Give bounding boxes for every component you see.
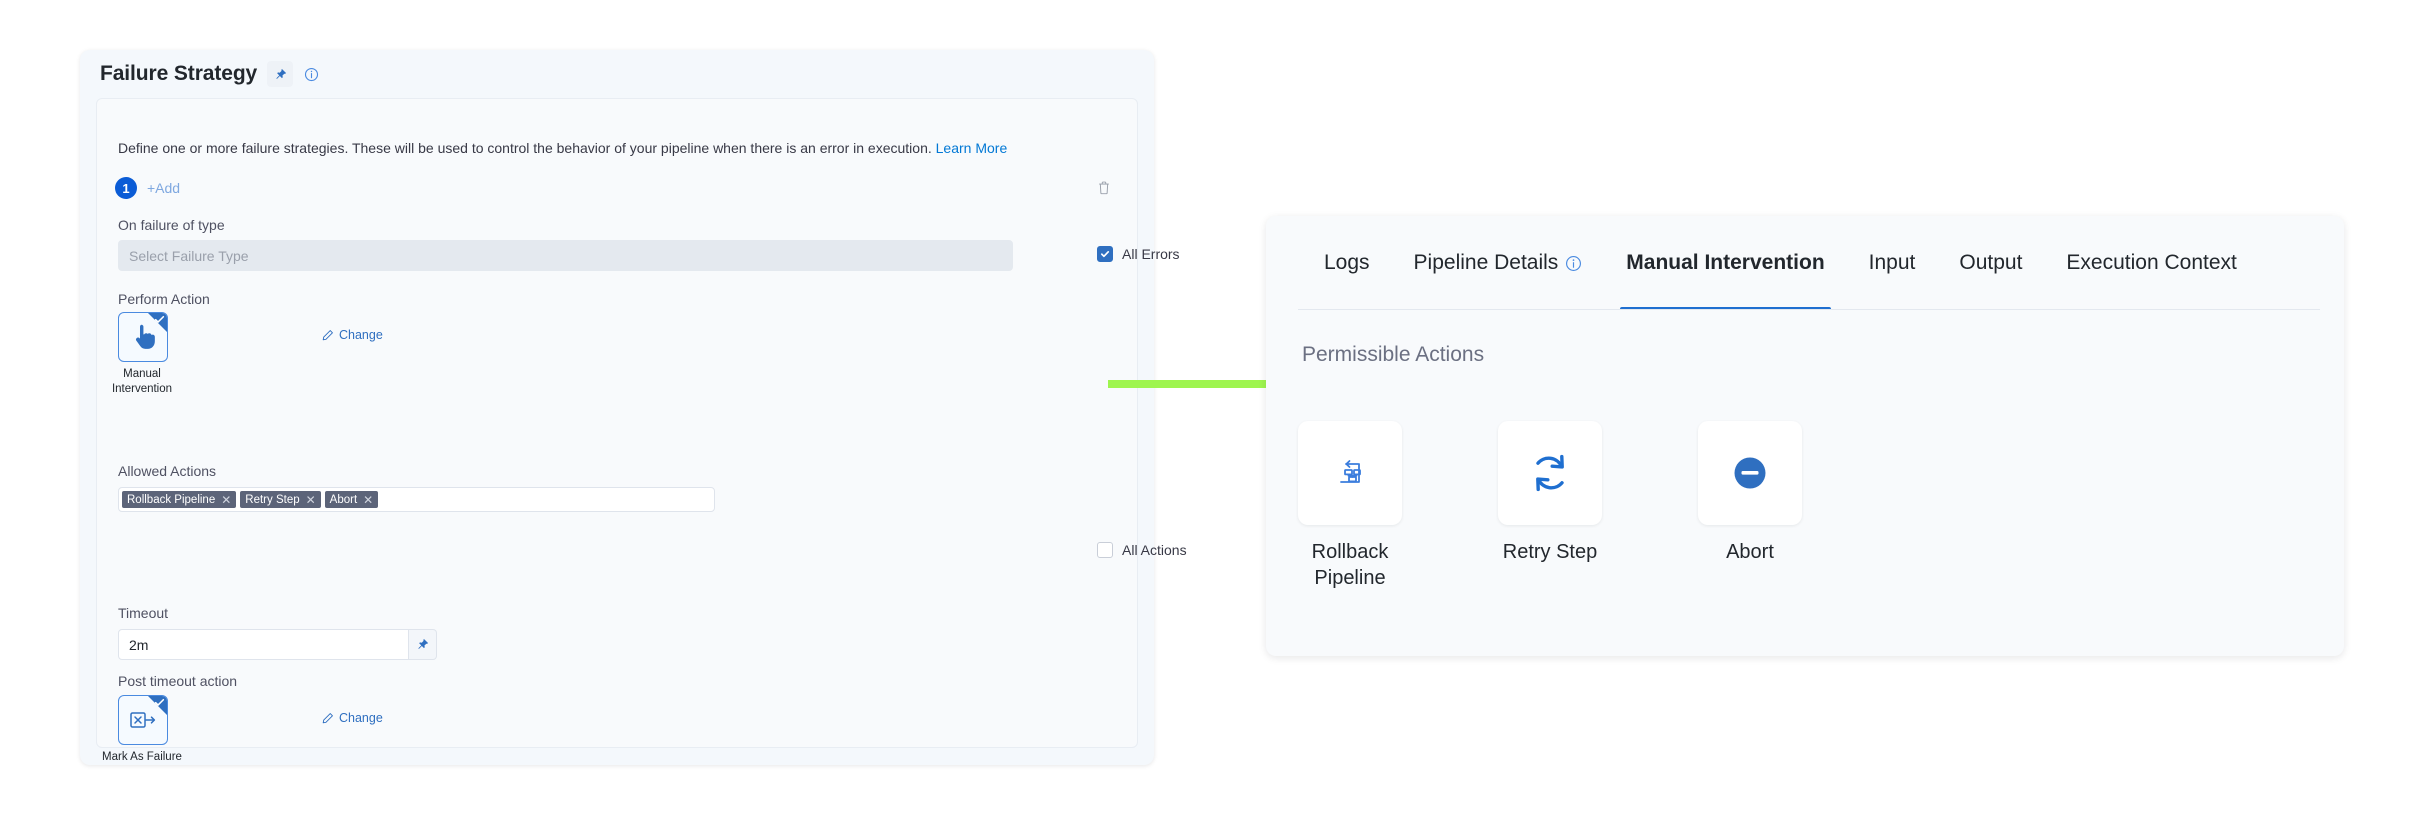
rollback-pipeline-button[interactable]	[1298, 421, 1402, 525]
description-sentence: Define one or more failure strategies. T…	[118, 140, 932, 156]
action-retry-step[interactable]: Retry Step	[1498, 421, 1602, 591]
page-title: Failure Strategy	[100, 62, 258, 85]
action-label: Rollback Pipeline	[1311, 541, 1389, 589]
tag-label: Abort	[329, 493, 358, 506]
allowed-actions-input[interactable]: Rollback Pipeline ✕ Retry Step ✕ Abort ✕	[118, 487, 715, 512]
tab-label: Execution Context	[2066, 251, 2237, 274]
action-rollback-pipeline[interactable]: Rollback Pipeline	[1298, 421, 1402, 591]
tag-abort[interactable]: Abort ✕	[324, 491, 379, 508]
close-icon[interactable]: ✕	[363, 492, 374, 507]
tab-label: Pipeline Details	[1413, 251, 1559, 274]
on-failure-of-type-label: On failure of type	[118, 217, 225, 233]
timeout-input[interactable]	[118, 629, 409, 660]
strategy-index-badge: 1	[115, 177, 137, 199]
abort-button[interactable]	[1698, 421, 1802, 525]
post-timeout-action-label: Post timeout action	[118, 673, 238, 689]
perform-action-label: Perform Action	[118, 291, 210, 307]
tag-retry-step[interactable]: Retry Step ✕	[240, 491, 321, 508]
info-icon[interactable]	[303, 66, 320, 83]
retry-step-button[interactable]	[1498, 421, 1602, 525]
learn-more-link[interactable]: Learn More	[935, 140, 1008, 156]
perform-action-tile[interactable]: Manual Intervention	[112, 312, 172, 395]
tag-label: Retry Step	[245, 493, 300, 506]
all-errors-label: All Errors	[1122, 246, 1180, 262]
change-post-timeout-action-button[interactable]: Change	[322, 711, 383, 725]
check-icon	[154, 698, 165, 706]
timeout-pin-icon[interactable]	[409, 629, 437, 660]
manual-intervention-panel: Logs Pipeline Details Manual Interventio…	[1266, 216, 2344, 656]
change-post-timeout-action-label: Change	[339, 711, 383, 725]
tag-label: Rollback Pipeline	[127, 493, 216, 506]
timeout-label: Timeout	[118, 605, 169, 621]
post-timeout-action-tile[interactable]: Mark As Failure	[102, 695, 182, 763]
change-perform-action-label: Change	[339, 328, 383, 342]
check-icon	[154, 315, 165, 323]
permissible-actions-list: Rollback Pipeline Retry Step Abort	[1298, 421, 1802, 591]
manual-intervention-tile[interactable]	[118, 312, 168, 362]
action-label: Abort	[1726, 541, 1774, 563]
failure-strategy-body: Define one or more failure strategies. T…	[96, 98, 1187, 763]
add-strategy-button[interactable]: +Add	[147, 180, 181, 196]
failure-strategy-card: Failure Strategy Define one or more fail…	[80, 50, 1187, 765]
description-text: Define one or more failure strategies. T…	[118, 140, 1007, 156]
failure-type-input[interactable]	[118, 240, 1013, 271]
all-errors-checkbox-row[interactable]: All Errors	[1097, 246, 1180, 262]
action-label: Retry Step	[1502, 541, 1598, 563]
tab-pipeline-details[interactable]: Pipeline Details	[1392, 216, 1605, 310]
tab-execution-context[interactable]: Execution Context	[2044, 216, 2258, 310]
tab-bar-divider	[1298, 309, 2320, 310]
all-errors-checkbox[interactable]	[1097, 246, 1113, 262]
trash-icon[interactable]	[1093, 177, 1115, 199]
tab-logs[interactable]: Logs	[1302, 216, 1392, 310]
tab-input[interactable]: Input	[1847, 216, 1938, 310]
tab-manual-intervention[interactable]: Manual Intervention	[1604, 216, 1846, 310]
all-actions-checkbox[interactable]	[1097, 542, 1113, 558]
pin-icon[interactable]	[267, 61, 294, 87]
permissible-actions-title: Permissible Actions	[1302, 343, 1485, 366]
tab-label: Output	[1959, 251, 2023, 274]
failure-strategy-header: Failure Strategy	[80, 50, 320, 98]
strategy-index-row: 1 +Add	[115, 177, 180, 199]
tab-label: Input	[1868, 251, 1916, 274]
all-actions-label: All Actions	[1122, 542, 1187, 558]
info-icon[interactable]	[1565, 255, 1582, 272]
manual-intervention-caption: Manual Intervention	[111, 368, 173, 395]
action-abort[interactable]: Abort	[1698, 421, 1802, 591]
change-perform-action-button[interactable]: Change	[322, 328, 383, 342]
mark-as-failure-caption: Mark As Failure	[102, 751, 182, 763]
allowed-actions-label: Allowed Actions	[118, 463, 217, 479]
close-icon[interactable]: ✕	[305, 492, 316, 507]
tab-bar: Logs Pipeline Details Manual Interventio…	[1266, 216, 2344, 310]
tab-label: Manual Intervention	[1626, 251, 1825, 274]
close-icon[interactable]: ✕	[221, 492, 232, 507]
tab-label: Logs	[1324, 251, 1370, 274]
tab-output[interactable]: Output	[1937, 216, 2044, 310]
all-actions-checkbox-row[interactable]: All Actions	[1097, 542, 1187, 558]
mark-as-failure-tile[interactable]	[118, 695, 168, 745]
tag-rollback-pipeline[interactable]: Rollback Pipeline ✕	[122, 491, 237, 508]
